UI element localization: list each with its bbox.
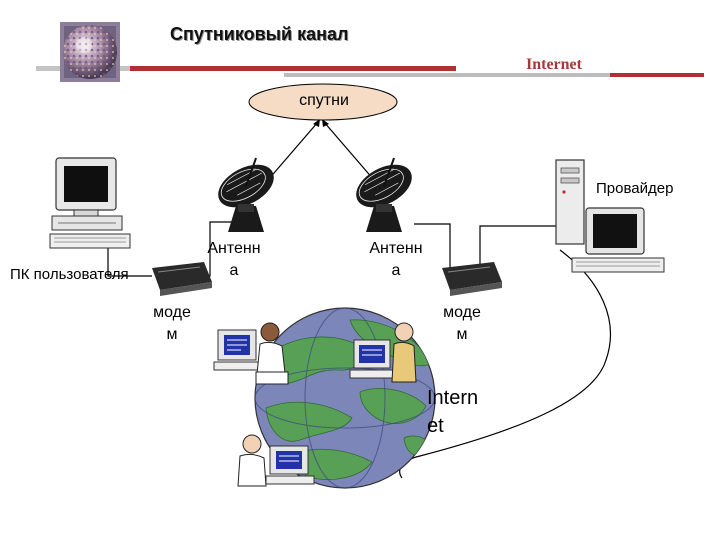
person-at-computer-icon-1 <box>213 322 289 385</box>
antenna-left-label: Антенн а <box>204 238 264 282</box>
satellite-label: спутни <box>299 92 349 109</box>
modem-right-label: моде м <box>434 302 490 346</box>
dish-antenna-icon-left <box>218 157 274 232</box>
antenna-left-line1: Антенн <box>207 240 261 257</box>
page-title: Спутниковый канал <box>170 24 349 44</box>
globe-image-icon <box>60 22 120 82</box>
user-pc-label: ПК пользователя <box>10 266 129 283</box>
internet-line1: Intern <box>427 387 479 409</box>
modem-left-label: моде м <box>144 302 200 346</box>
person-at-computer-icon-2 <box>349 322 417 383</box>
arrow-heads <box>313 119 329 127</box>
modem-icon-left <box>152 262 212 296</box>
modem-left-line1: моде <box>153 304 191 321</box>
antenna-right-line1: Антенн <box>369 240 423 257</box>
header-decoration <box>36 66 704 77</box>
provider-label: Провайдер <box>596 180 674 197</box>
internet-brand-label: Internet <box>526 56 582 73</box>
modem-left-line2: м <box>166 326 178 343</box>
connection-lines <box>107 121 611 479</box>
internet-label: Intern et <box>427 384 497 440</box>
dish-antenna-icon-right <box>356 157 412 232</box>
antenna-left-line2: а <box>229 262 239 279</box>
modem-icon-right <box>442 262 502 296</box>
internet-line2: et <box>427 415 444 437</box>
user-computer-icon <box>49 157 131 249</box>
provider-server-icon <box>555 159 665 273</box>
antenna-right-line2: а <box>391 262 401 279</box>
modem-right-line1: моде <box>443 304 481 321</box>
antenna-right-label: Антенн а <box>366 238 426 282</box>
modem-right-line2: м <box>456 326 468 343</box>
person-at-computer-icon-3 <box>237 434 315 487</box>
satellite-node <box>248 83 398 121</box>
